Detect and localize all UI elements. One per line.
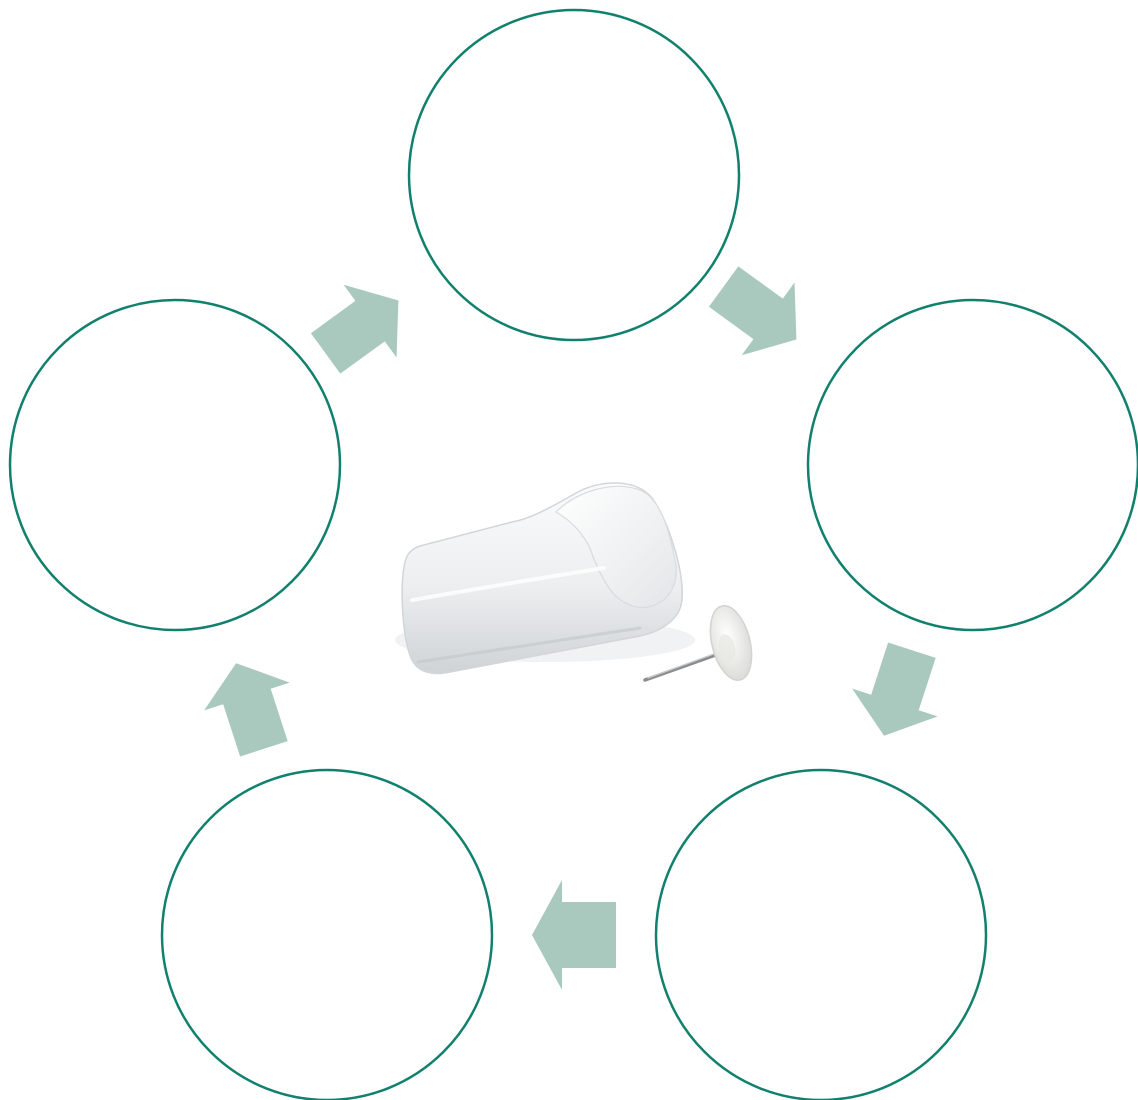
cycle-node-top: [407, 8, 741, 342]
arrow-bottom-left-to-left: [204, 663, 290, 757]
cycle-node-bottom-right: [654, 768, 988, 1100]
arrow-bottom-right-to-bottom-left: [532, 880, 616, 990]
tag-pin-image: [643, 605, 753, 682]
cycle-node-left: [8, 298, 342, 632]
cycle-node-bottom-left: [160, 768, 494, 1100]
arrow-top-to-right: [708, 266, 797, 356]
security-tag-image: [395, 482, 695, 675]
arrow-right-to-bottom-right: [852, 642, 938, 736]
arrow-left-to-top: [310, 284, 399, 374]
cycle-node-right: [806, 298, 1138, 632]
